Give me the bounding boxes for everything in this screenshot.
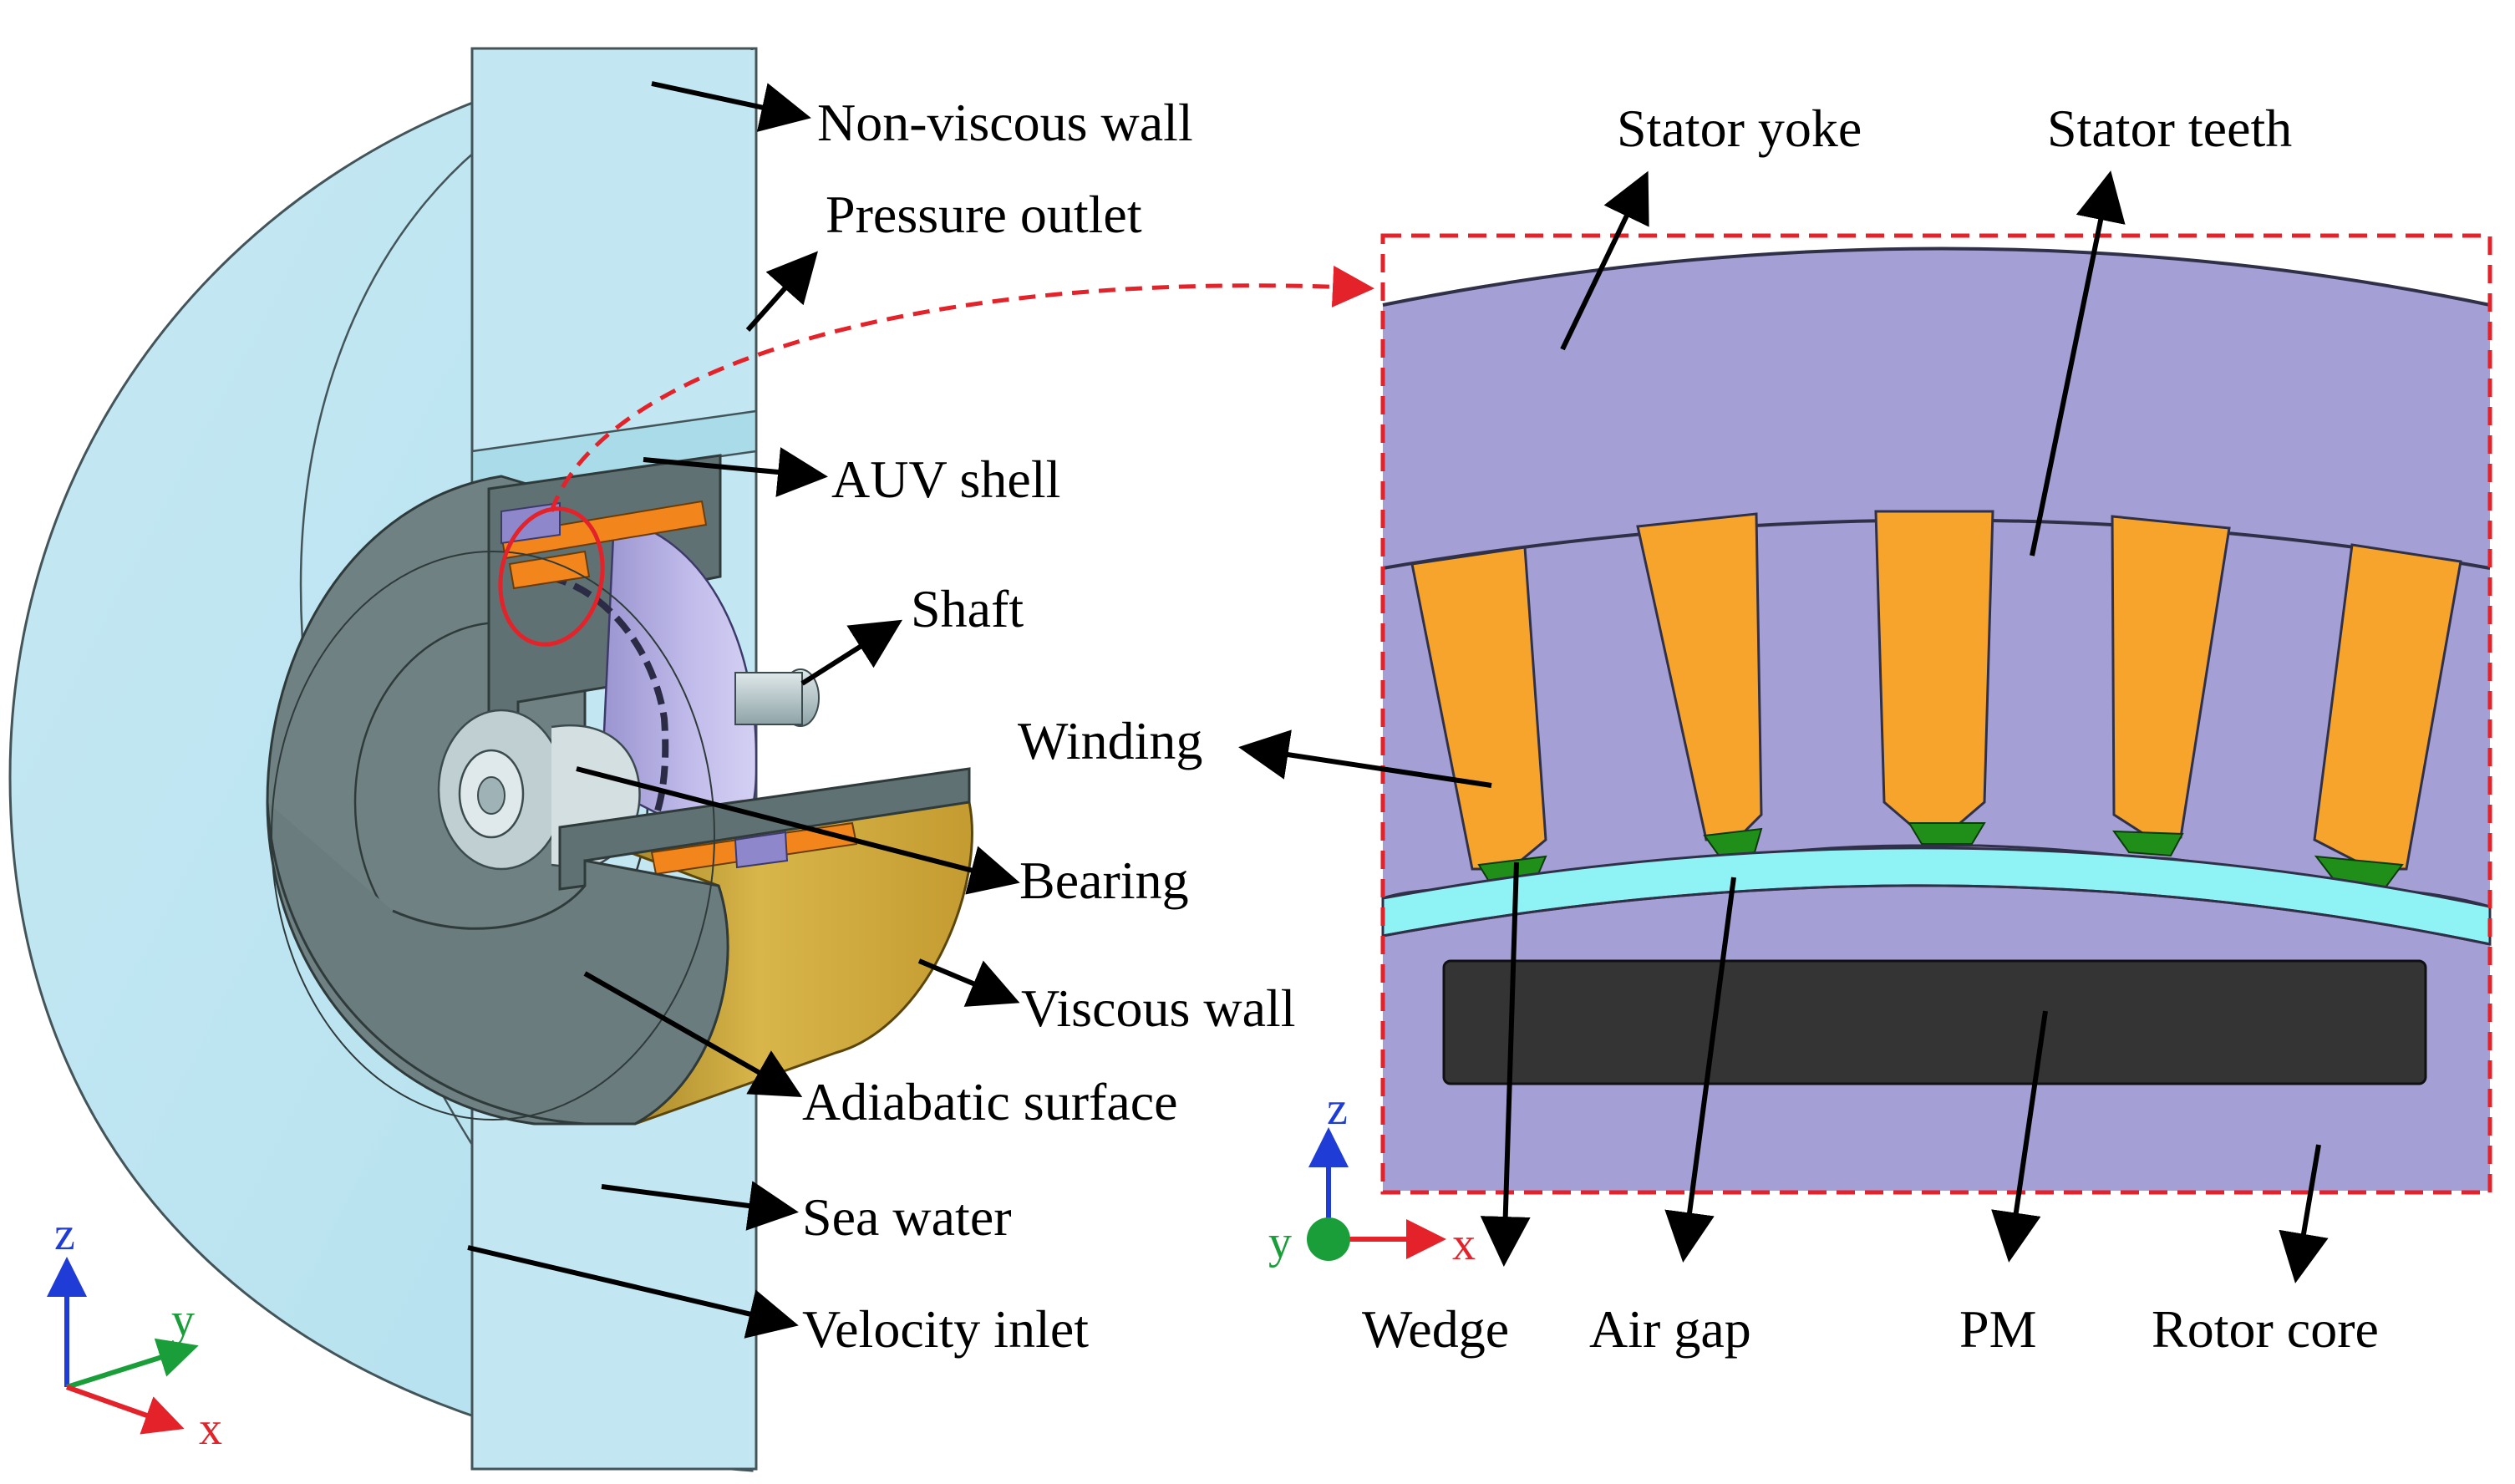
label-pm: PM [1959, 1299, 2037, 1359]
label-rotor-core: Rotor core [2152, 1299, 2379, 1359]
domain-top-face [472, 47, 754, 50]
auv-shell [470, 409, 758, 493]
axes-2d-triad: z y x [1268, 1083, 1476, 1270]
permanent-magnet [1442, 959, 2427, 1085]
winding-end-top-b [508, 550, 591, 590]
axis3d-z-label: z [54, 1208, 75, 1260]
arrow-viscous-wall [917, 958, 1020, 1007]
axes-3d-triad: z y x [47, 1208, 222, 1455]
arrow-rotor-core [2279, 1144, 2329, 1283]
left-labels: Non-viscous wall Pressure outlet AUV she… [802, 93, 1296, 1359]
arrow-stator-yoke [1560, 170, 1649, 351]
label-non-viscous-wall: Non-viscous wall [817, 93, 1193, 152]
label-shaft: Shaft [911, 579, 1024, 638]
arrow-velocity-inlet [467, 1245, 799, 1339]
arrow-winding [1238, 729, 1492, 788]
label-stator-yoke: Stator yoke [1617, 99, 1862, 158]
detail-frame [1380, 233, 2492, 1195]
cfd-3d-model [8, 47, 1374, 1472]
label-bearing: Bearing [1019, 851, 1189, 910]
shaft-body [734, 672, 803, 725]
stator-outer-arc [1382, 246, 2491, 307]
label-pressure-outlet: Pressure outlet [826, 185, 1142, 244]
axis3d-x-arrow [65, 1385, 185, 1435]
winding-slot-2 [1636, 512, 1763, 841]
axis2d-x-label: x [1452, 1218, 1476, 1270]
windings [1410, 510, 2462, 871]
label-air-gap: Air gap [1589, 1299, 1751, 1359]
axis2d-z-label: z [1327, 1083, 1348, 1135]
rotor-dark-ring [521, 572, 669, 842]
axis2d-y-dot [1307, 1217, 1350, 1261]
arrow-adiabatic-surface [583, 971, 803, 1097]
arrow-shaft [800, 619, 903, 686]
arrow-air-gap [1664, 877, 1736, 1263]
label-wedge: Wedge [1362, 1299, 1509, 1359]
winding-slot-3 [1874, 510, 1994, 829]
bearing-bore [477, 776, 506, 815]
winding-end-top [500, 500, 708, 560]
rotor-outer-arc [1382, 884, 2491, 946]
motor-2d-detail [1380, 233, 2492, 1195]
adiabatic-surface-front [266, 801, 729, 1126]
stator-block-bottom [734, 831, 789, 869]
arrow-bearing [576, 766, 1020, 895]
axis2d-y-label: y [1268, 1217, 1292, 1268]
arrow-non-viscous-wall [651, 81, 811, 132]
label-velocity-inlet: Velocity inlet [802, 1299, 1089, 1359]
wedge-3 [1908, 822, 1986, 845]
wedges [1477, 822, 2404, 894]
detail-link-curve [549, 265, 1374, 512]
label-adiabatic-surface: Adiabatic surface [802, 1072, 1178, 1131]
arrow-stator-teeth [2030, 170, 2126, 556]
winding-slot-1 [1410, 546, 1547, 871]
label-winding: Winding [1018, 711, 1202, 770]
arrow-sea-water [601, 1181, 799, 1231]
arrow-pressure-outlet [745, 251, 818, 332]
right-labels: Stator yoke Stator teeth Winding Wedge A… [1018, 99, 2379, 1359]
right-callout-arrows [1238, 170, 2329, 1283]
label-stator-teeth: Stator teeth [2047, 99, 2292, 158]
left-callout-arrows [467, 81, 1020, 1339]
wedge-4 [2111, 830, 2184, 857]
arrow-wedge [1480, 861, 1531, 1267]
axis3d-x-label: x [199, 1403, 222, 1455]
label-viscous-wall: Viscous wall [1021, 978, 1296, 1038]
axis3d-y-arrow [66, 1338, 199, 1390]
label-auv-shell: AUV shell [831, 450, 1060, 509]
label-sea-water: Sea water [802, 1187, 1012, 1247]
arrow-pm [1991, 1010, 2048, 1263]
adiabatic-ring-outer [271, 551, 715, 1121]
detail-highlight-ellipse [498, 506, 605, 647]
axis3d-y-label: y [171, 1294, 195, 1346]
arrow-auv-shell [643, 447, 828, 497]
